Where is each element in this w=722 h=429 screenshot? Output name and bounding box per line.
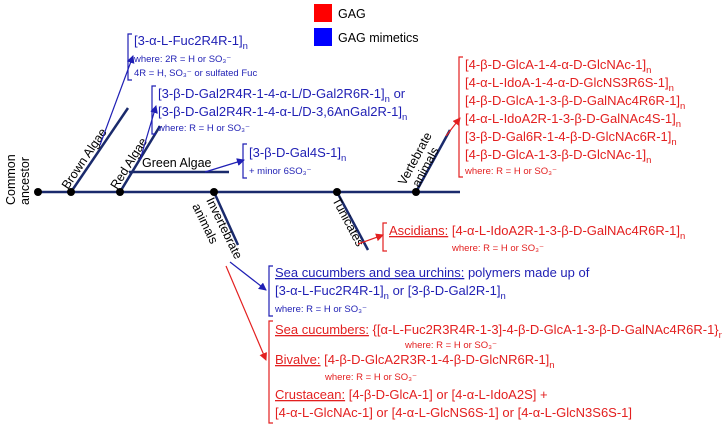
ascidians-box: Ascidians: [4-α-L-IdoA2R-1-3-β-D-GalNAc4…	[382, 222, 685, 254]
vertebrate-line-3: [4-β-D-GlcA-1-3-β-D-GalNAc4R6R-1]n	[465, 93, 685, 112]
vertebrate-line-1: [4-β-D-GlcA-1-4-α-D-GlcNAc-1]n	[465, 57, 651, 76]
legend: GAG GAG mimetics	[314, 4, 419, 46]
vertebrate-box: [4-β-D-GlcA-1-4-α-D-GlcNAc-1]n [4-α-L-Id…	[458, 56, 685, 178]
crustacean-line1: Crustacean: [4-β-D-GlcA-1] or [4-α-L-Ido…	[275, 387, 548, 402]
tree-nodes	[34, 188, 420, 196]
node-invertebrate	[210, 188, 218, 196]
red-algae-line1: [3-β-D-Gal2R4R-1-4-α-L/D-Gal2R6R-1]n or	[158, 86, 406, 105]
legend-swatch-gag	[314, 4, 332, 22]
brown-algae-formula: [3-α-L-Fuc2R4R-1]n	[134, 33, 248, 52]
vertebrate-line-4: [4-α-L-IdoA2R-1-3-β-D-GalNAc4S-1]n	[465, 111, 681, 130]
sea-cucumbers-formula: Sea cucumbers: {[α-L-Fuc2R3R4R-1-3]-4-β-…	[275, 322, 722, 341]
root-label-line2: ancestor	[18, 157, 32, 205]
invertebrate-gag-box: Sea cucumbers: {[α-L-Fuc2R3R4R-1-3]-4-β-…	[268, 320, 722, 424]
invertebrate-blue-arrow	[229, 261, 267, 291]
node-brown-algae	[67, 188, 75, 196]
red-algae-line2: [3-β-D-Gal2R4R-1-4-α-L/D-3,6AnGal2R-1]n	[158, 104, 407, 123]
brown-algae-label: Brown Algae	[59, 126, 110, 192]
tunicates-arrow	[357, 233, 384, 245]
green-algae-formula: [3-β-D-Gal4S-1]n	[249, 145, 346, 164]
brown-algae-note2: 4R = H, SO₃⁻ or sulfated Fuc	[134, 68, 257, 79]
vertebrate-arrow	[445, 117, 461, 137]
red-algae-bracket	[151, 85, 156, 135]
legend-swatch-gag-mimetics	[314, 28, 332, 46]
bivalve-note: where: R = H or SO₃⁻	[324, 372, 417, 383]
sea-cucumber-urchin-box: Sea cucumbers and sea urchins: polymers …	[268, 265, 590, 317]
sea-cucumber-urchin-bracket	[268, 265, 273, 317]
brown-algae-note1: where: 2R = H or SO₃⁻	[133, 54, 231, 65]
sea-cucumber-urchin-line1: Sea cucumbers and sea urchins: polymers …	[275, 265, 590, 280]
vertebrate-bracket	[458, 56, 463, 178]
tunicates-label: Tunicates	[329, 195, 367, 249]
legend-label-gag-mimetics: GAG mimetics	[338, 31, 419, 45]
ascidians-note: where: R = H or SO₃⁻	[451, 243, 544, 254]
brown-algae-branch	[69, 107, 130, 193]
tunicates-branch	[335, 191, 370, 251]
legend-label-gag: GAG	[338, 7, 366, 21]
invertebrate-red-arrow	[225, 265, 267, 361]
node-tunicates	[333, 188, 341, 196]
node-vertebrate	[412, 188, 420, 196]
ascidians-bracket	[382, 222, 387, 252]
vertebrate-line-5: [3-β-D-Gal6R-1-4-β-D-GlcNAc6R-1]n	[465, 129, 677, 148]
invertebrate-gag-bracket	[268, 320, 273, 424]
root-label-line1: Common	[4, 154, 18, 205]
vertebrate-line-2: [4-α-L-IdoA-1-4-α-D-GlcNS3R6S-1]n	[465, 75, 674, 94]
green-algae-label: Green Algae	[142, 156, 212, 170]
brown-algae-bracket	[127, 33, 132, 81]
ascidians-formula: Ascidians: [4-α-L-IdoA2R-1-3-β-D-GalNAc4…	[389, 223, 685, 242]
red-algae-note: where: R = H or SO₃⁻	[157, 123, 250, 134]
green-algae-note: + minor 6SO₃⁻	[249, 166, 311, 177]
node-red-algae	[116, 188, 124, 196]
red-algae-box: [3-β-D-Gal2R4R-1-4-α-L/D-Gal2R6R-1]n or …	[151, 85, 407, 135]
green-algae-bracket	[242, 143, 247, 179]
green-algae-box: [3-β-D-Gal4S-1]n + minor 6SO₃⁻	[242, 143, 346, 179]
brown-algae-box: [3-α-L-Fuc2R4R-1]n where: 2R = H or SO₃⁻…	[127, 33, 257, 81]
crustacean-line2: [4-α-L-GlcNAc-1] or [4-α-L-GlcNS6S-1] or…	[275, 405, 632, 420]
green-algae-arrow	[204, 158, 245, 173]
vertebrate-branch	[414, 129, 452, 193]
sea-cucumber-urchin-line2: [3-α-L-Fuc2R4R-1]n or [3-β-D-Gal2R-1]n	[275, 283, 506, 302]
bivalve-formula: Bivalve: [4-β-D-GlcA2R3R-1-4-β-D-GlcNR6R…	[275, 352, 555, 371]
sea-cucumber-urchin-note: where: R = H or SO₃⁻	[274, 304, 367, 315]
node-root	[34, 188, 42, 196]
red-algae-arrow	[139, 105, 158, 161]
vertebrate-note: where: R = H or SO₃⁻	[464, 166, 557, 177]
sea-cucumbers-note: where: R = H or SO₃⁻	[404, 340, 497, 351]
vertebrate-line-6: [4-β-D-GlcA-1-3-β-D-GlcNAc-1]n	[465, 147, 651, 166]
invertebrate-branch	[212, 191, 240, 246]
